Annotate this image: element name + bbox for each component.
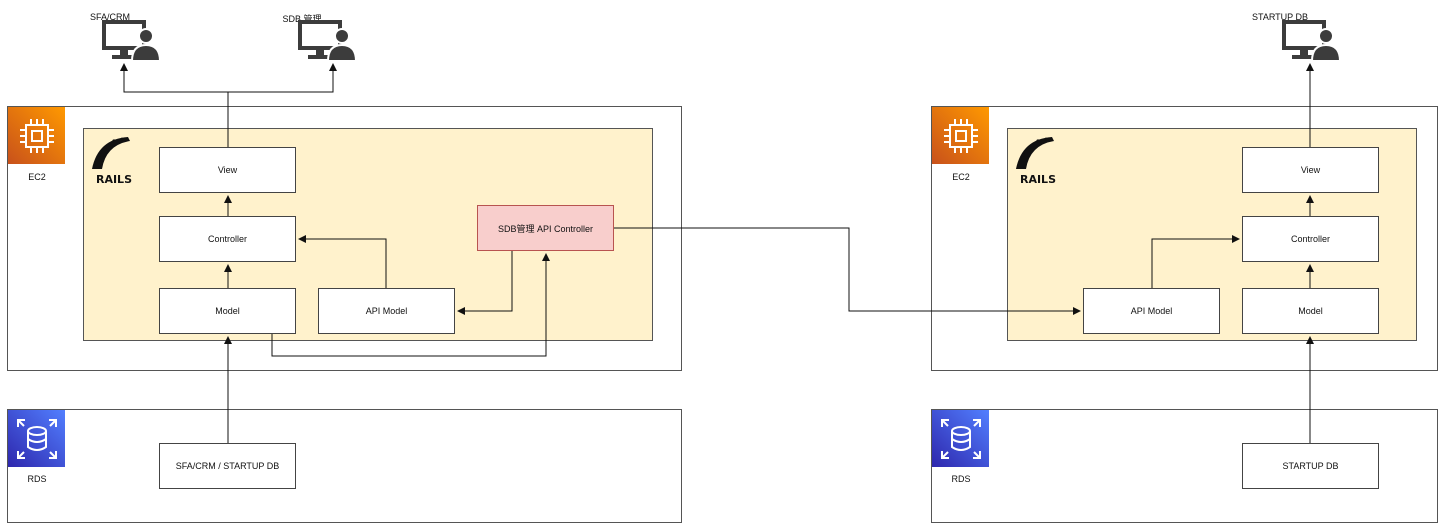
user-computer-icon [1282,20,1342,62]
rails-logo: RAILS [1008,129,1068,189]
view-box: View [1242,147,1379,193]
connector-to-sdb-admin [228,63,337,93]
controller-box: Controller [159,216,296,262]
ec2-label: EC2 [28,172,46,182]
ec2-icon [8,107,65,164]
model-box: Model [1242,288,1379,334]
svg-text:RAILS: RAILS [96,173,132,186]
user-label-sfa-crm: SFA/CRM [89,12,130,22]
database-box: STARTUP DB [1242,443,1379,489]
connector-to-sfa-crm [120,63,228,93]
user-computer-icon [298,20,358,62]
sdb-api-controller-box: SDB管理 API Controller [477,205,614,251]
api-model-box: API Model [318,288,455,334]
database-box: SFA/CRM / STARTUP DB [159,443,296,489]
ec2-label: EC2 [952,172,970,182]
model-box: Model [159,288,296,334]
controller-box: Controller [1242,216,1379,262]
user-label-sdb-admin: SDB 管理 [282,14,322,24]
view-box: View [159,147,296,193]
user-computer-icon [102,20,162,62]
rds-icon [932,410,989,467]
rails-logo: RAILS [84,129,144,189]
ec2-icon [932,107,989,164]
rds-label: RDS [27,474,47,484]
rds-icon [8,410,65,467]
svg-text:RAILS: RAILS [1020,173,1056,186]
user-label-startup-db: STARTUP DB [1251,12,1308,22]
api-model-box: API Model [1083,288,1220,334]
rds-group-left [7,409,682,523]
rds-label: RDS [951,474,971,484]
